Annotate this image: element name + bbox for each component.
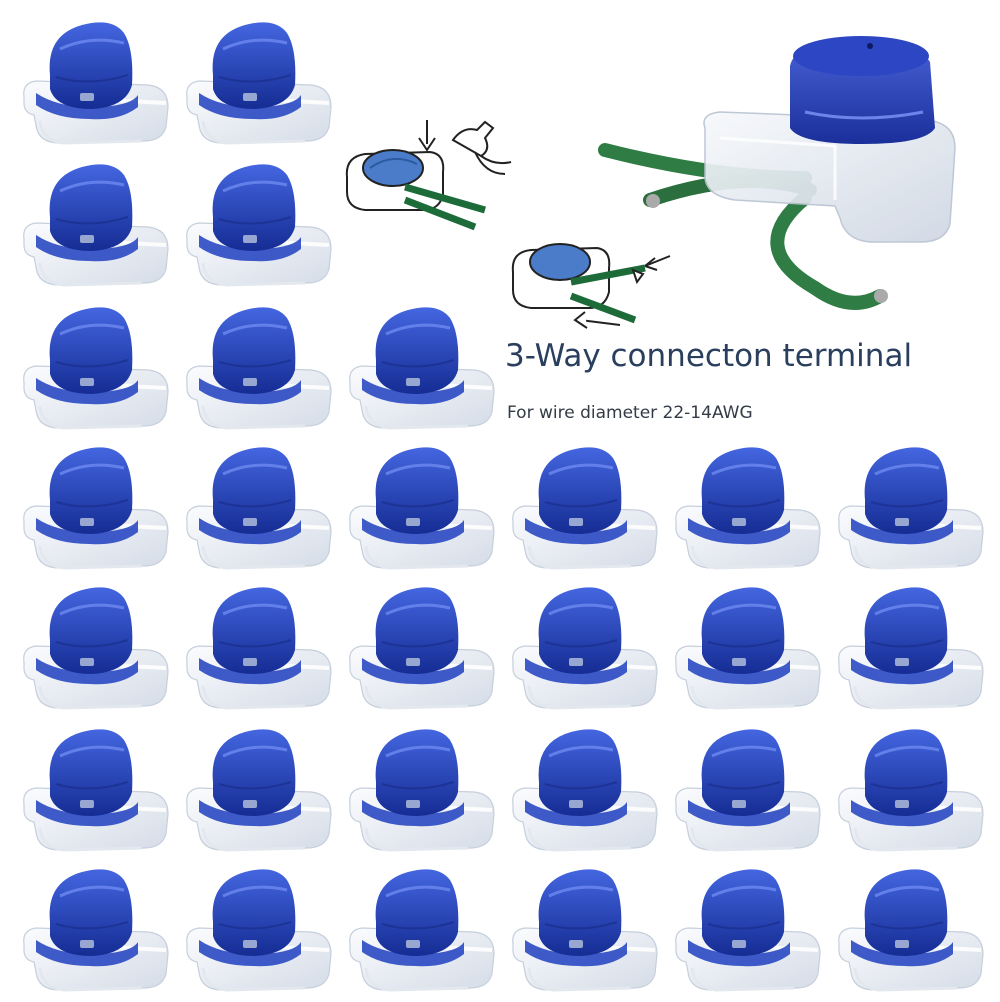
connector-item xyxy=(20,440,180,580)
plier-icon xyxy=(451,120,512,175)
product-headline: 3-Way connecton terminal xyxy=(505,338,913,374)
crimp-diagram xyxy=(345,120,512,231)
connector-item xyxy=(509,862,669,1002)
arrow-left-icon xyxy=(631,255,671,285)
connector-item xyxy=(183,15,343,155)
connector-item xyxy=(183,862,343,1002)
connector-item xyxy=(509,722,669,862)
connector-item xyxy=(672,722,832,862)
connector-item xyxy=(672,862,832,1002)
hero-housing xyxy=(703,111,956,243)
connector-item xyxy=(183,580,343,720)
connector-item xyxy=(672,440,832,580)
connector-item xyxy=(20,722,180,862)
insert-diagram xyxy=(511,243,671,329)
connector-item xyxy=(835,440,995,580)
connector-item xyxy=(672,580,832,720)
connector-item xyxy=(183,300,343,440)
wire-diameter-subheadline: For wire diameter 22-14AWG xyxy=(507,403,753,423)
connector-item xyxy=(20,157,180,297)
connector-item xyxy=(20,862,180,1002)
connector-item xyxy=(346,862,506,1002)
connector-item xyxy=(346,580,506,720)
connector-item xyxy=(509,580,669,720)
connector-item xyxy=(346,300,506,440)
diagram-connector-icon xyxy=(511,243,611,309)
connector-item xyxy=(20,580,180,720)
connector-item xyxy=(183,722,343,862)
hero-cap xyxy=(790,36,935,144)
connector-item xyxy=(835,862,995,1002)
connector-item xyxy=(346,440,506,580)
hero-connector-photo xyxy=(598,36,956,310)
diagram-wire-icon xyxy=(403,183,486,231)
connector-item xyxy=(835,580,995,720)
arrow-down-icon xyxy=(418,120,436,152)
connector-item xyxy=(20,300,180,440)
connector-item xyxy=(509,440,669,580)
connector-item xyxy=(20,15,180,155)
diagram-connector-icon xyxy=(345,149,445,211)
connector-item xyxy=(183,157,343,297)
connector-item xyxy=(183,440,343,580)
arrow-left-icon xyxy=(573,311,621,329)
connector-item xyxy=(835,722,995,862)
connector-item xyxy=(346,722,506,862)
